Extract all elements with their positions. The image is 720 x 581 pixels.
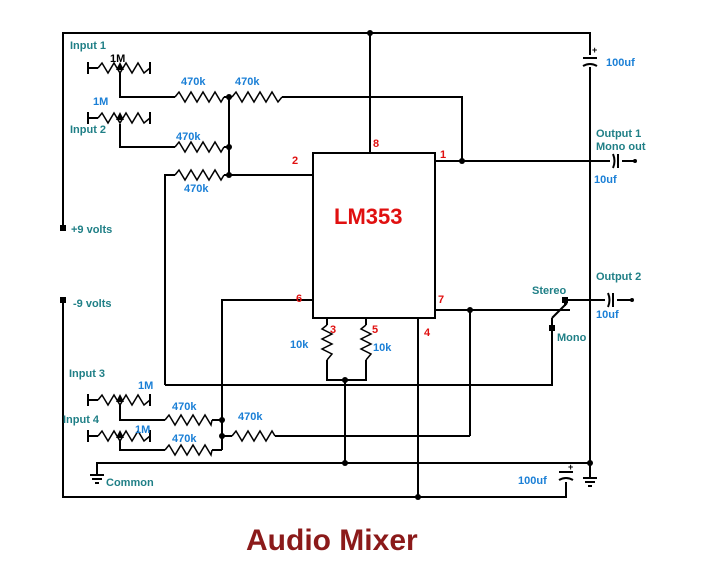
plus-9-volts-label: +9 volts bbox=[71, 224, 112, 236]
cap-top-label: 100uf bbox=[606, 57, 635, 69]
minus-9-volts-label: -9 volts bbox=[73, 298, 112, 310]
pin-4: 4 bbox=[424, 327, 431, 339]
stereo-label: Stereo bbox=[532, 285, 567, 297]
resistor-label-feedback-2: 470k bbox=[238, 411, 263, 423]
cap-bottom-label: 100uf bbox=[518, 475, 547, 487]
pot-3-value: 1M bbox=[138, 380, 153, 392]
input-2-label: Input 2 bbox=[70, 124, 106, 136]
resistor-10k-pin5 bbox=[359, 324, 373, 361]
resistor-label-4: 470k bbox=[172, 433, 197, 445]
junctions bbox=[219, 30, 593, 500]
resistor-470k-3 bbox=[164, 413, 213, 428]
pin-2: 2 bbox=[292, 155, 298, 167]
resistor-470k-1 bbox=[174, 90, 225, 104]
lm353-chip bbox=[312, 152, 436, 319]
pin-1: 1 bbox=[440, 149, 446, 161]
output-1-label: Output 1 bbox=[596, 128, 641, 140]
resistor-label-3: 470k bbox=[172, 401, 197, 413]
cap-out2-label: 10uf bbox=[596, 309, 619, 321]
pin-3: 3 bbox=[330, 324, 336, 336]
capacitors: + + bbox=[558, 45, 637, 482]
potentiometers bbox=[87, 61, 151, 443]
pot-4-value: 1M bbox=[135, 424, 150, 436]
resistor-10k-pin3 bbox=[320, 324, 334, 361]
resistor-470k-4 bbox=[164, 443, 213, 458]
resistors bbox=[164, 90, 373, 458]
mono-out-label: Mono out bbox=[596, 141, 646, 153]
resistor-470k-feedback bbox=[231, 90, 283, 104]
resistor-470k-bias bbox=[174, 168, 225, 182]
input-1-label: Input 1 bbox=[70, 40, 106, 52]
pin-7: 7 bbox=[438, 294, 444, 306]
resistor-label-10k-b: 10k bbox=[373, 342, 392, 354]
terminals bbox=[60, 225, 597, 487]
pin-8: 8 bbox=[373, 138, 379, 150]
svg-text:+: + bbox=[568, 462, 573, 472]
resistor-label-1: 470k bbox=[181, 76, 206, 88]
resistor-label-2: 470k bbox=[176, 131, 201, 143]
input-3-label: Input 3 bbox=[69, 368, 105, 380]
pot-2-value: 1M bbox=[93, 96, 108, 108]
pot-1-value: 1M bbox=[110, 53, 125, 65]
wires bbox=[62, 32, 625, 498]
output-2-label: Output 2 bbox=[596, 271, 641, 283]
cap-out1-label: 10uf bbox=[594, 174, 617, 186]
diagram-title: Audio Mixer bbox=[246, 524, 418, 557]
chip-label: LM353 bbox=[334, 204, 402, 229]
resistor-470k-2 bbox=[174, 140, 225, 154]
resistor-label-10k-a: 10k bbox=[290, 339, 309, 351]
mono-label: Mono bbox=[557, 332, 587, 344]
input-4-label: Input 4 bbox=[63, 414, 100, 426]
common-label: Common bbox=[106, 477, 154, 489]
pin-5: 5 bbox=[372, 324, 378, 336]
pin-6: 6 bbox=[296, 293, 302, 305]
resistor-470k-feedback-2 bbox=[231, 429, 276, 443]
resistor-label-bias: 470k bbox=[184, 183, 209, 195]
resistor-label-feedback: 470k bbox=[235, 76, 260, 88]
svg-text:+: + bbox=[592, 45, 597, 55]
